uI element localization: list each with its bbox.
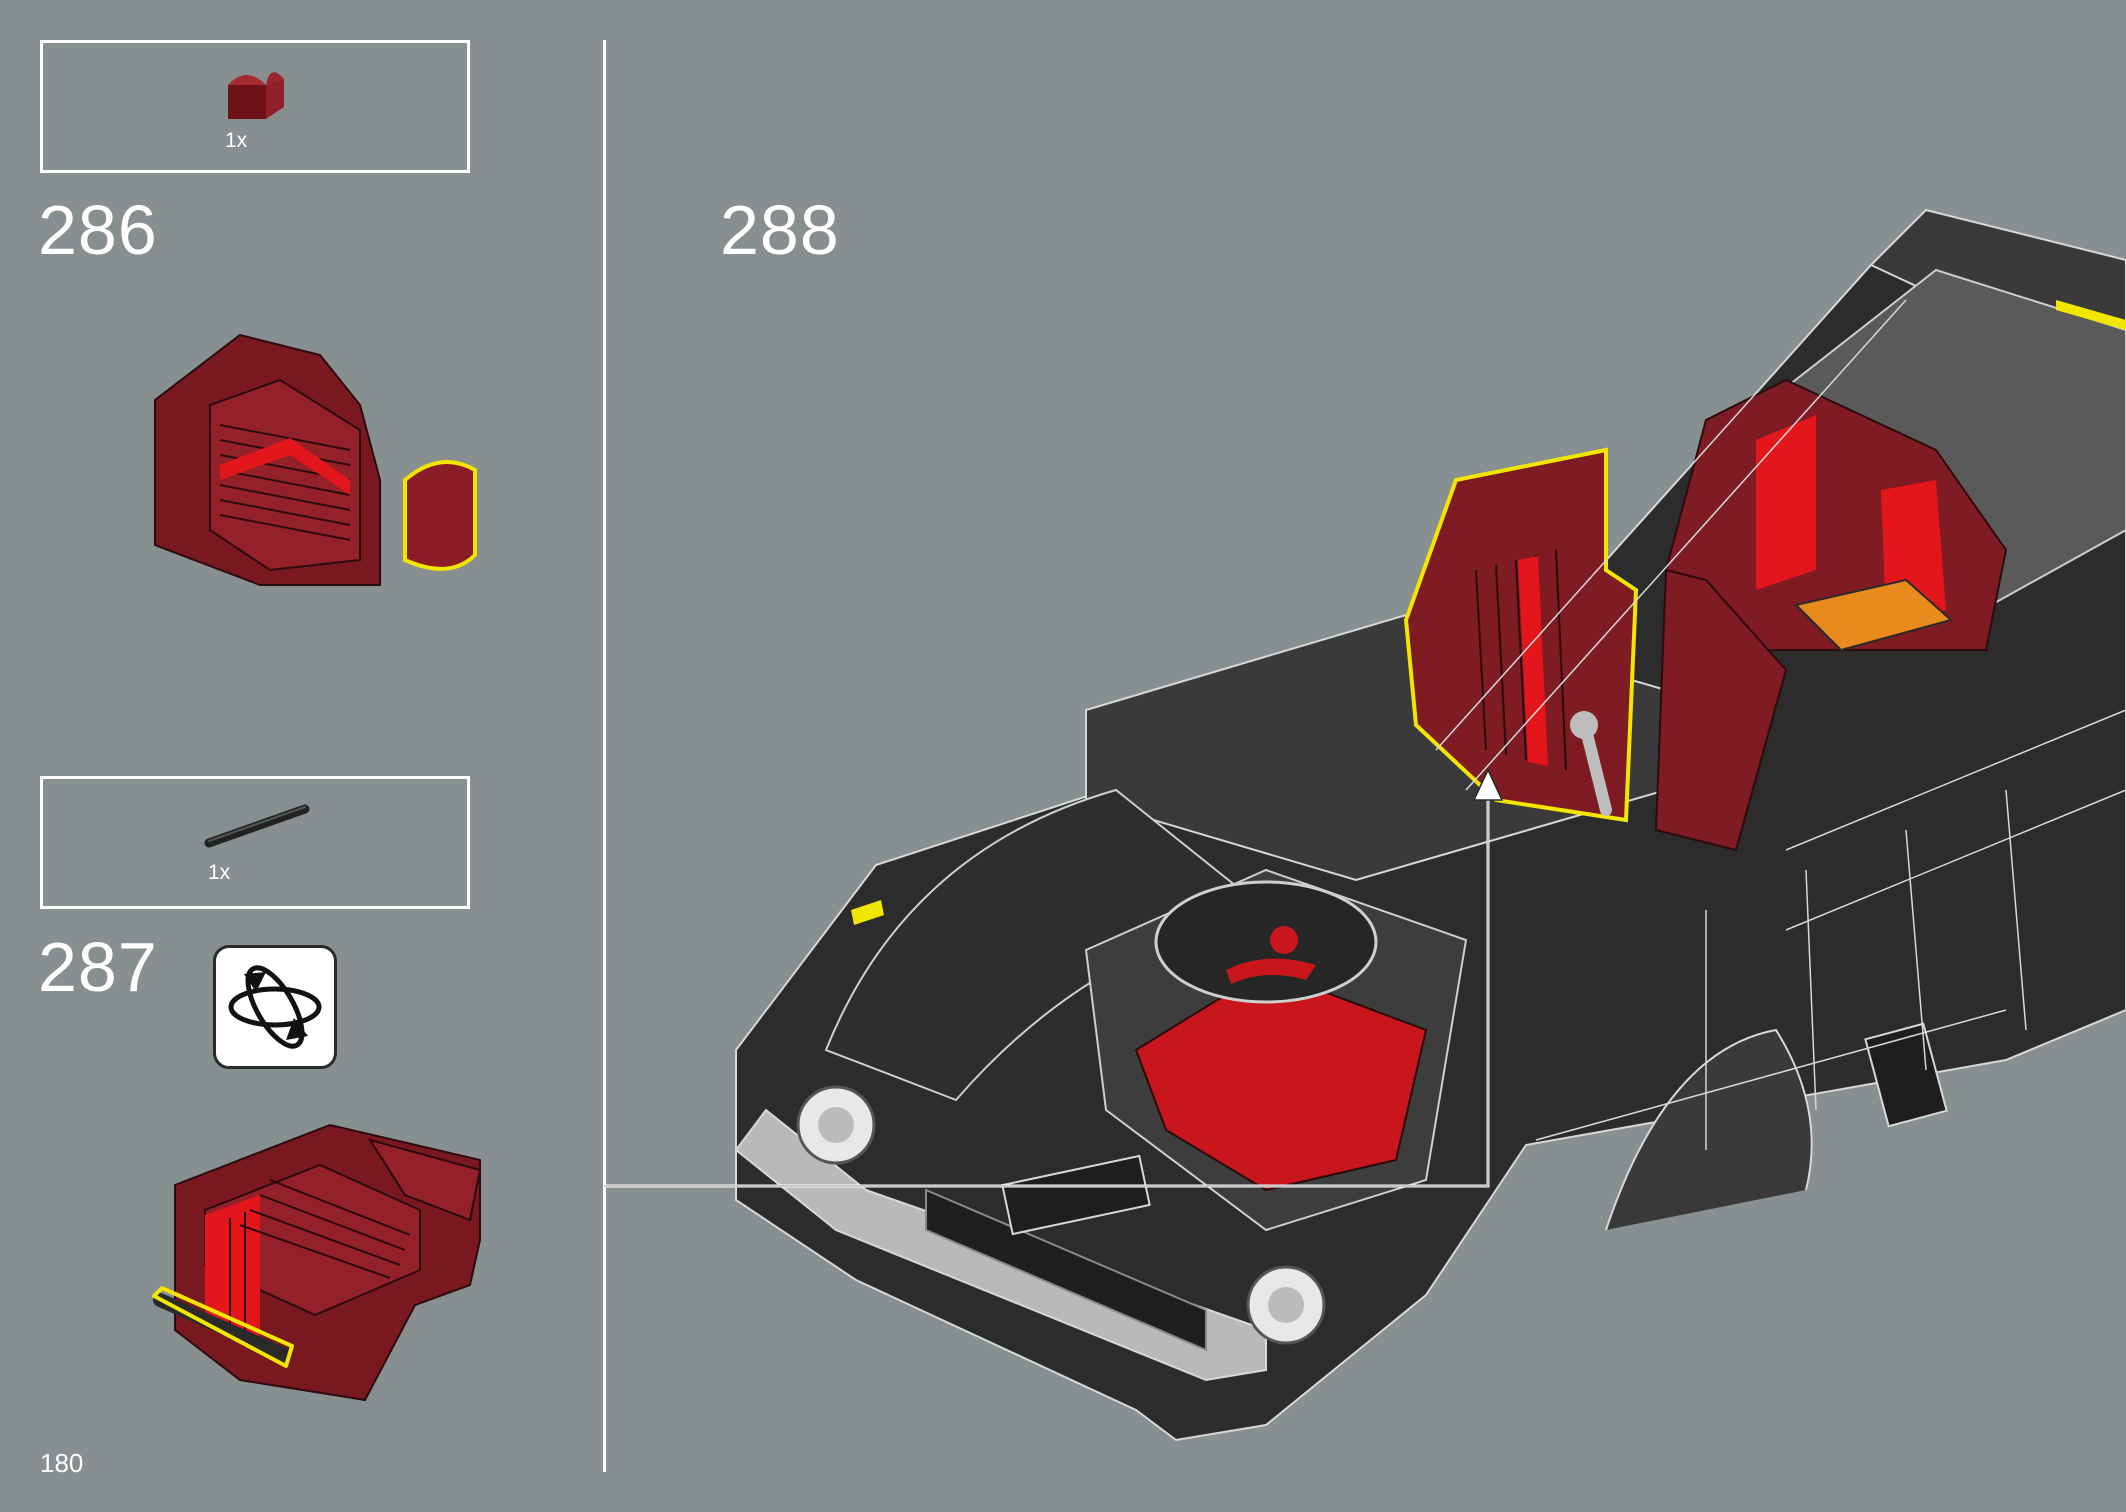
step-287-seat-assembly [152,1123,482,1402]
placement-arrow-line [604,768,1504,1188]
parts-callout-286: 1x [40,40,470,173]
step-number-288: 288 [720,191,840,269]
rotate-model-icon [213,945,337,1069]
bar-part-image [204,804,310,848]
step-288-car-interior-model [734,208,2126,1442]
parts-callout-287: 1x [40,776,470,909]
page-number: 180 [40,1448,84,1478]
step-divider-line [603,40,606,1472]
step-number-286: 286 [38,191,158,269]
step-286-seat-assembly [154,333,477,586]
part-quantity: 1x [208,861,231,884]
curved-brick-part-image [228,72,284,119]
step-number-287: 287 [38,928,158,1006]
part-quantity: 1x [225,129,248,152]
